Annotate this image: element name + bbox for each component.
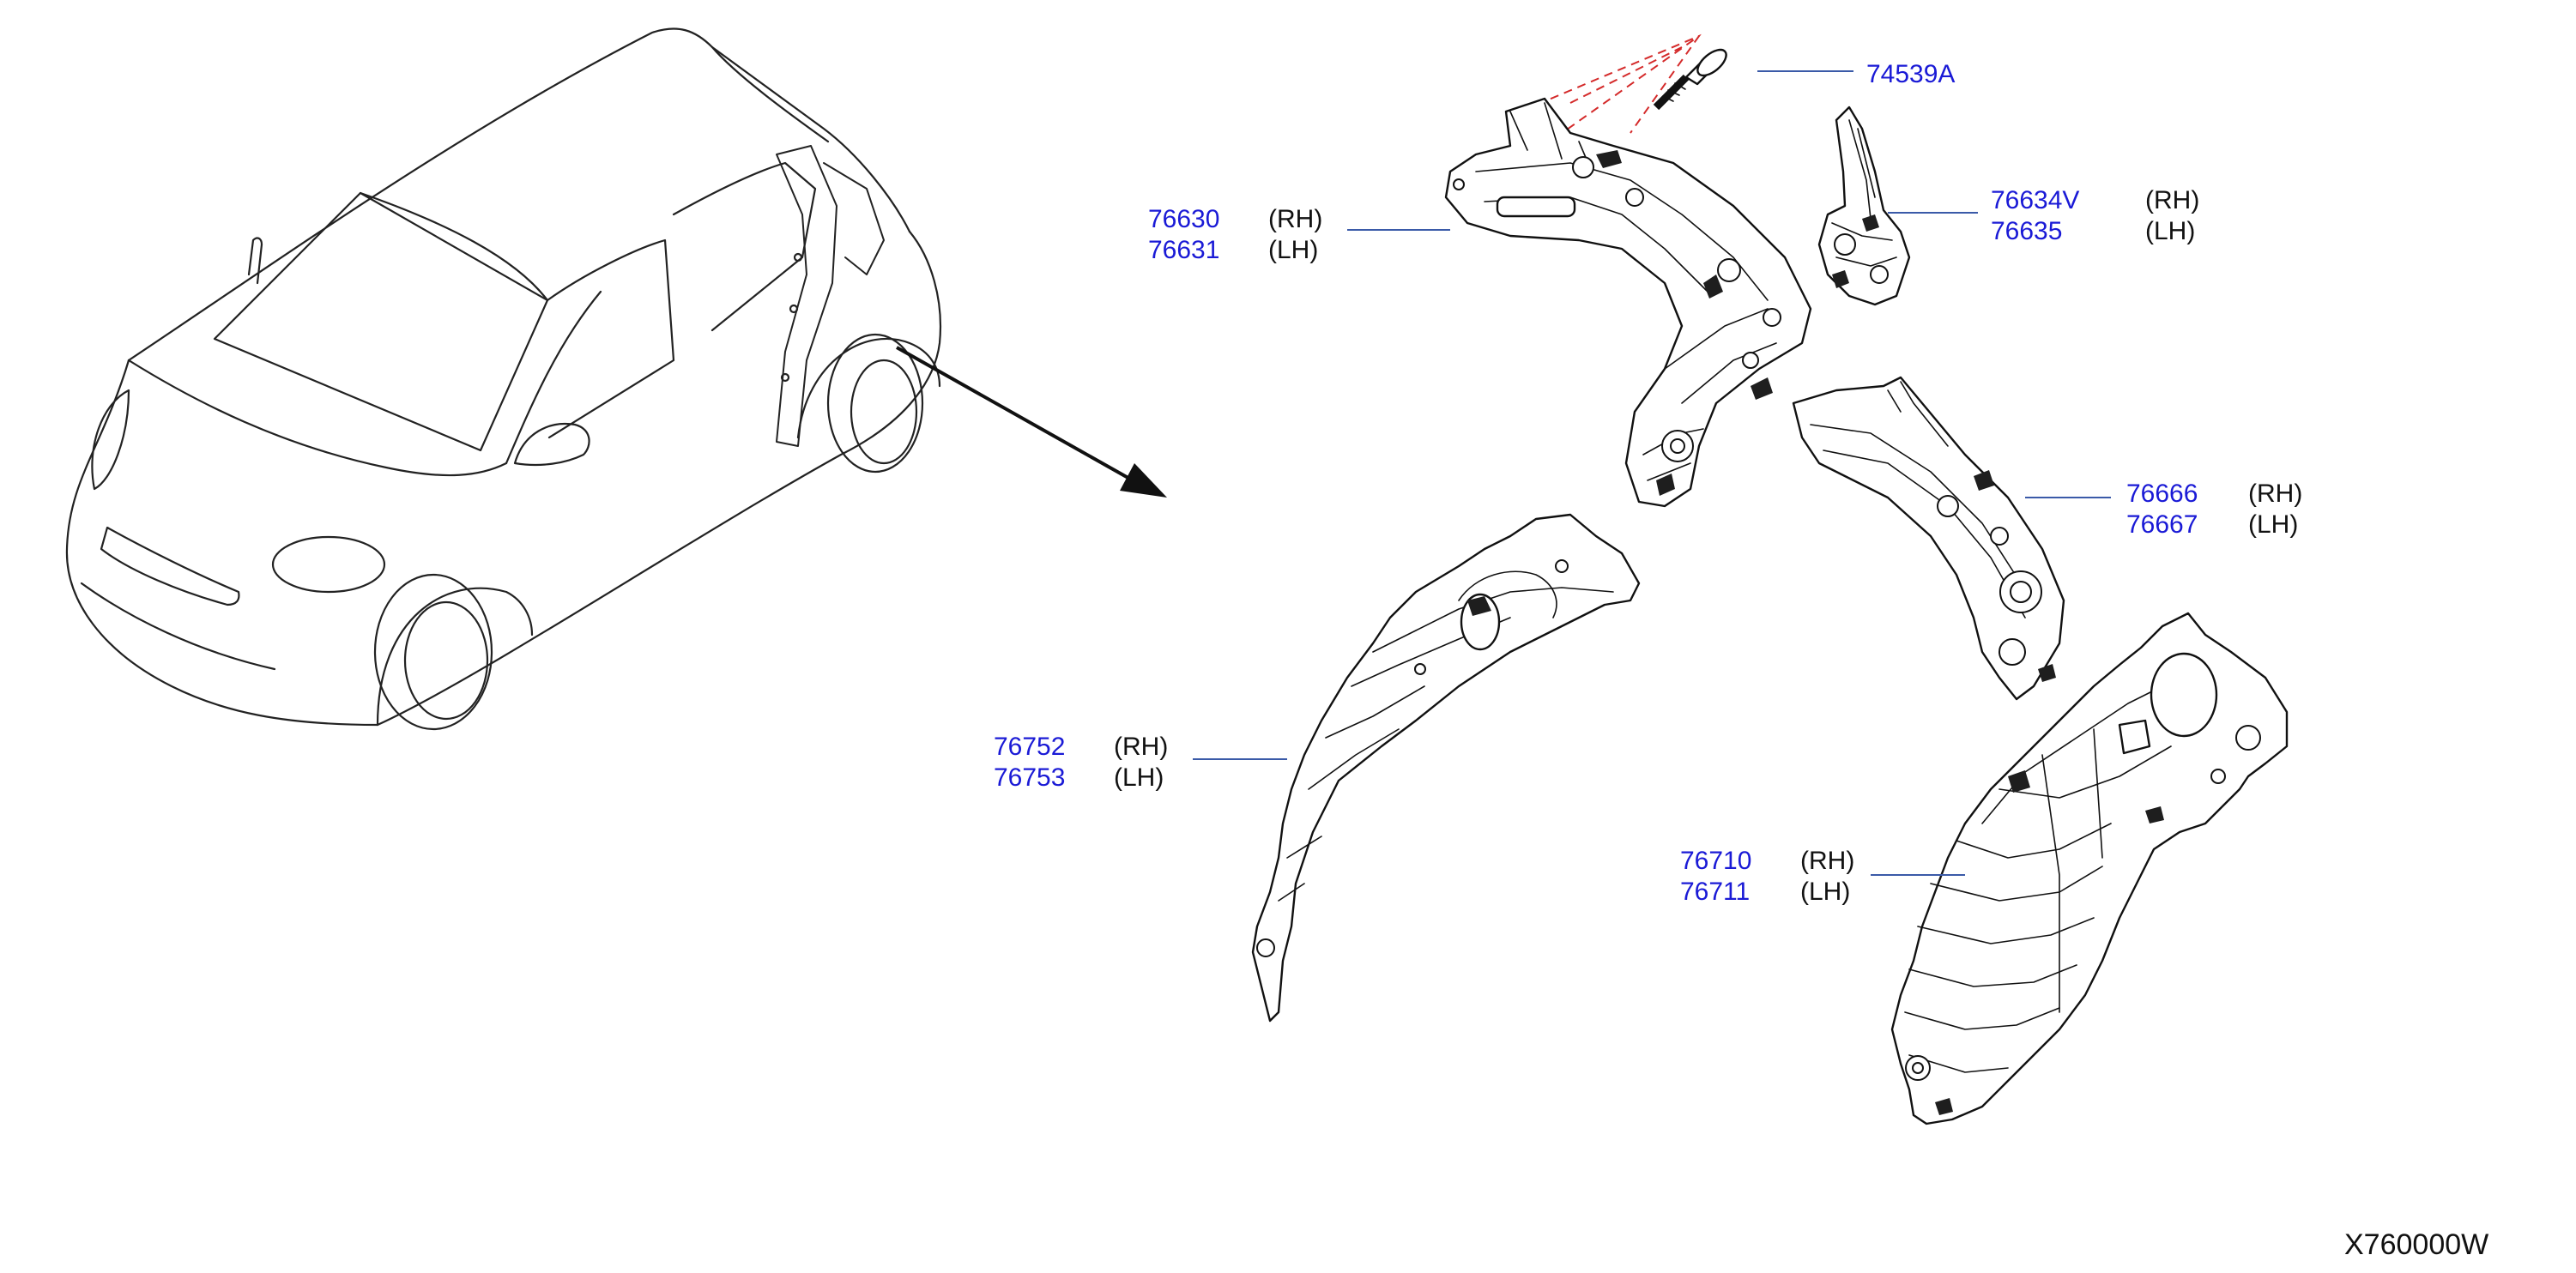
side-label: (RH) <box>1268 205 1322 233</box>
part-number[interactable]: 76711 <box>1680 878 1750 906</box>
callout-wheelhouse-inner[interactable]: 76710 (RH) 76711 (LH) <box>1680 847 1854 906</box>
callout-bolt[interactable]: 74539A <box>1866 60 1955 88</box>
side-label: (RH) <box>2145 186 2199 214</box>
wheelhouse-outer-part <box>1251 513 1641 1023</box>
part-number[interactable]: 76630 <box>1148 205 1219 233</box>
side-label: (LH) <box>1800 878 1850 906</box>
direction-arrow <box>896 346 1167 498</box>
side-label: (RH) <box>1800 847 1854 875</box>
part-number[interactable]: 74539A <box>1866 60 1955 88</box>
callout-rear-pillar-inner[interactable]: 76630 (RH) 76631 (LH) <box>1148 205 1322 264</box>
part-number[interactable]: 76634V <box>1991 186 2079 214</box>
part-number[interactable]: 76635 <box>1991 217 2062 245</box>
part-number[interactable]: 76752 <box>994 733 1065 761</box>
side-label: (LH) <box>2248 510 2298 539</box>
rear-pillar-inner-part <box>1444 97 1812 508</box>
callout-wheelhouse-outer[interactable]: 76752 (RH) 76753 (LH) <box>994 733 1168 792</box>
side-label: (LH) <box>1268 236 1318 264</box>
side-label: (RH) <box>1114 733 1168 761</box>
pillar-extension-part <box>1817 106 1911 306</box>
vehicle-overview-drawing <box>65 27 941 731</box>
side-label: (LH) <box>2145 217 2195 245</box>
wheelhouse-upper-part <box>1792 376 2065 701</box>
diagram-code: X760000W <box>2344 1228 2488 1261</box>
part-number[interactable]: 76631 <box>1148 236 1219 264</box>
callout-wheelhouse-upper[interactable]: 76666 (RH) 76667 (LH) <box>2126 480 2302 539</box>
wheelhouse-inner-part <box>1890 612 2289 1125</box>
part-number[interactable]: 76710 <box>1680 847 1751 875</box>
part-number[interactable]: 76666 <box>2126 480 2198 508</box>
side-label: (RH) <box>2248 480 2302 508</box>
side-label: (LH) <box>1114 763 1164 792</box>
callout-pillar-extension[interactable]: 76634V (RH) 76635 (LH) <box>1991 186 2199 245</box>
part-number[interactable]: 76753 <box>994 763 1065 792</box>
part-number[interactable]: 76667 <box>2126 510 2198 539</box>
leader-lines <box>1193 70 2111 876</box>
